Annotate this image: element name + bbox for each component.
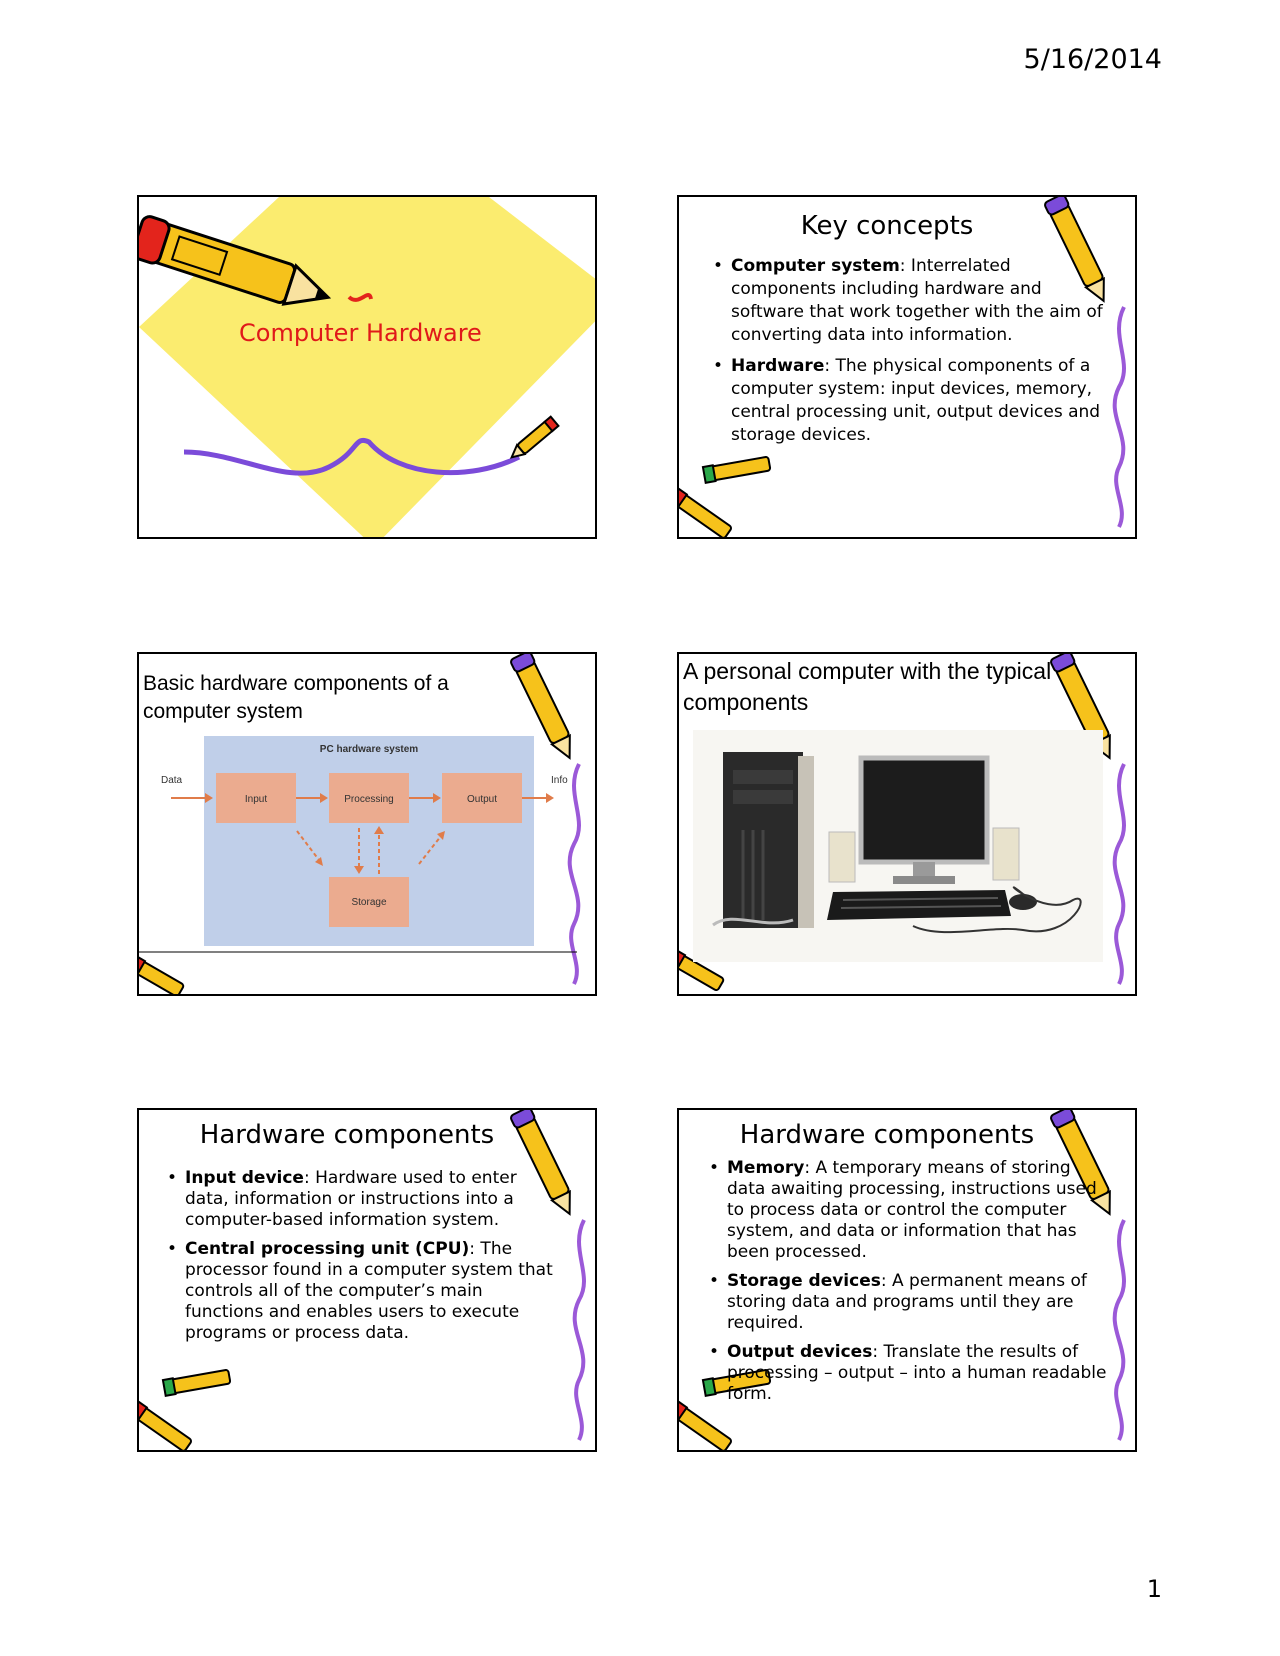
bullet-list: Input device: Hardware used to enter dat… bbox=[165, 1168, 565, 1352]
data-label: Data bbox=[161, 775, 183, 786]
purple-squiggle bbox=[183, 438, 521, 476]
pencil-icon bbox=[1050, 654, 1111, 760]
page-date: 5/16/2014 bbox=[1023, 44, 1162, 75]
list-item: Hardware: The physical components of a c… bbox=[711, 355, 1106, 447]
diagram-title: PC hardware system bbox=[320, 744, 418, 755]
slide-decoration bbox=[139, 654, 581, 994]
processing-label: Processing bbox=[344, 794, 393, 805]
page-number: 1 bbox=[1146, 1575, 1162, 1603]
list-item: Output devices: Translate the results of… bbox=[707, 1342, 1112, 1405]
small-pencil-icon bbox=[509, 415, 560, 459]
list-item: Central processing unit (CPU): The proce… bbox=[165, 1239, 565, 1344]
input-box bbox=[216, 773, 296, 823]
slide-5: Hardware components Input device: Hardwa… bbox=[137, 1108, 597, 1452]
slide-3: Basic hardware components of a computer … bbox=[137, 652, 597, 996]
output-label: Output bbox=[467, 794, 497, 805]
crossed-pencils-icon bbox=[139, 1369, 232, 1450]
storage-box bbox=[329, 877, 409, 927]
keyboard bbox=[827, 890, 1011, 920]
pc-photo bbox=[693, 730, 1103, 962]
list-item: Input device: Hardware used to enter dat… bbox=[165, 1168, 565, 1231]
slide-1: Computer Hardware bbox=[137, 195, 597, 539]
cover-decoration bbox=[139, 197, 595, 537]
storage-label: Storage bbox=[351, 897, 386, 908]
list-item: Memory: A temporary means of storing dat… bbox=[707, 1158, 1112, 1263]
speaker-right bbox=[992, 827, 1020, 881]
hardware-diagram: PC hardware system Data Info Input Proce… bbox=[161, 736, 568, 946]
input-label: Input bbox=[245, 794, 267, 805]
crossed-pencils-icon bbox=[679, 456, 772, 537]
slide-title: Hardware components bbox=[199, 1120, 495, 1150]
slide-6: Hardware components Memory: A temporary … bbox=[677, 1108, 1137, 1452]
purple-squiggle bbox=[572, 1219, 586, 1441]
mouse bbox=[1009, 894, 1037, 910]
purple-squiggle bbox=[1112, 306, 1126, 528]
purple-squiggle bbox=[1112, 763, 1126, 985]
slide-4: A personal computer with the typical com… bbox=[677, 652, 1137, 996]
info-label: Info bbox=[551, 775, 568, 786]
slide-decoration bbox=[679, 654, 1126, 992]
output-box bbox=[442, 773, 522, 823]
speaker-left bbox=[828, 831, 856, 883]
processing-box bbox=[329, 773, 409, 823]
slide-title: Computer Hardware bbox=[239, 319, 482, 347]
list-item: Computer system: Interrelated components… bbox=[711, 255, 1106, 347]
slide-2: Key concepts Computer system: Interrelat… bbox=[677, 195, 1137, 539]
bullet-list: Computer system: Interrelated components… bbox=[711, 255, 1106, 455]
pencil-icon bbox=[139, 954, 185, 994]
bullet-list: Memory: A temporary means of storing dat… bbox=[707, 1158, 1112, 1413]
slide-title: A personal computer with the typical com… bbox=[683, 658, 1052, 715]
slide-title: Key concepts bbox=[800, 211, 974, 241]
slide-title: Basic hardware components of a computer … bbox=[143, 672, 449, 723]
purple-squiggle bbox=[1112, 1219, 1126, 1441]
purple-squiggle bbox=[567, 763, 581, 985]
list-item: Storage devices: A permanent means of st… bbox=[707, 1271, 1112, 1334]
slide-title: Hardware components bbox=[739, 1120, 1035, 1150]
pencil-icon bbox=[679, 948, 725, 992]
pencil-icon bbox=[510, 654, 571, 760]
large-pencil-icon bbox=[139, 215, 332, 306]
monitor bbox=[858, 755, 990, 865]
